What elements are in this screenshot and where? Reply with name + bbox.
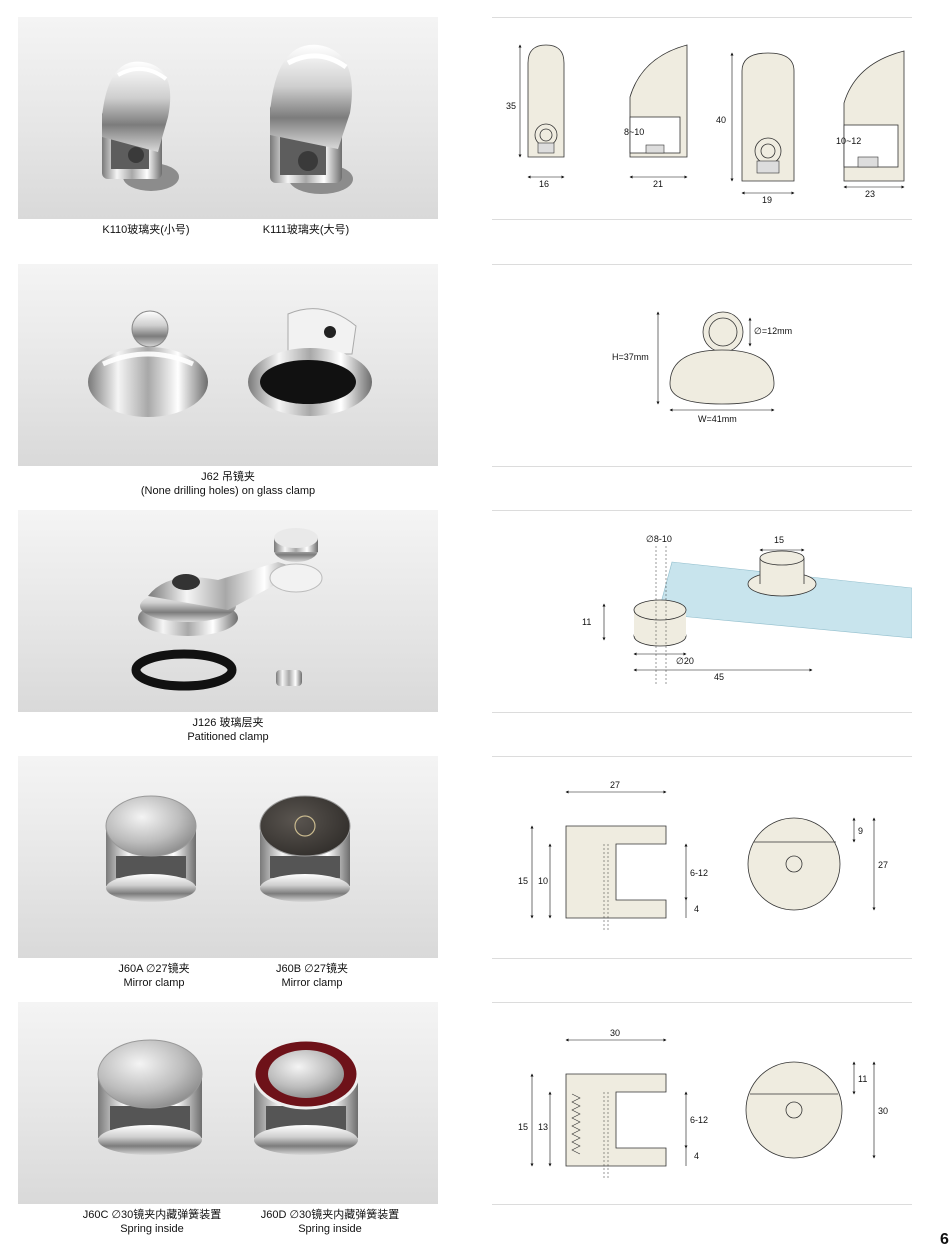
dim-label: 10: [538, 876, 548, 886]
dim-label: 4: [694, 904, 699, 914]
caption-j126: J126 玻璃层夹 Patitioned clamp: [138, 716, 318, 744]
caption-line: J60B ∅27镜夹: [276, 963, 348, 975]
caption-line: J126 玻璃层夹: [192, 717, 264, 729]
technical-drawing-k110-k111: 35 16 8~10 21 40 19 10~12 23: [492, 17, 912, 219]
caption-line: J60D ∅30镜夹内藏弹簧装置: [260, 1209, 400, 1221]
product-row-j60c-j60d: J60C ∅30镜夹内藏弹簧装置 Spring inside J60D ∅30镜…: [0, 1002, 950, 1248]
dim-label: 4: [694, 1151, 699, 1161]
dim-label: 11: [858, 1074, 867, 1084]
dim-label: 40: [716, 115, 726, 125]
product-captions: K110玻璃夹(小号) K111玻璃夹(大号): [18, 223, 438, 263]
product-row-j62: J62 吊镜夹 (None drilling holes) on glass c…: [0, 264, 950, 510]
divider-line: [492, 958, 912, 959]
technical-drawing-j60c-j60d: 30 15 13 6-12 4 11 30: [492, 1002, 912, 1204]
caption-line: Mirror clamp: [281, 977, 343, 989]
product-photo-j62: [18, 264, 438, 466]
dim-label: 6-12: [690, 868, 708, 878]
dim-label: ∅=12mm: [754, 326, 792, 336]
product-row-k110-k111: K110玻璃夹(小号) K111玻璃夹(大号) 35 16 8~10 21: [0, 17, 950, 263]
j62-back-image: [248, 308, 372, 416]
divider-line: [492, 17, 912, 18]
caption-line: Spring inside: [298, 1223, 362, 1235]
dim-label: 15: [518, 876, 528, 886]
caption-j60b: J60B ∅27镜夹 Mirror clamp: [252, 962, 372, 990]
dim-label: 19: [762, 195, 772, 205]
j60b-clamp-image: [259, 795, 351, 902]
k110-clamp-image: [102, 61, 179, 191]
dim-label: 35: [506, 101, 516, 111]
product-captions: J60C ∅30镜夹内藏弹簧装置 Spring inside J60D ∅30镜…: [18, 1208, 438, 1248]
product-photo-k110-k111: [18, 17, 438, 219]
divider-line: [492, 510, 912, 511]
product-photo-j126: [18, 510, 438, 712]
dim-label: ∅8-10: [646, 534, 672, 544]
caption-k110: K110玻璃夹(小号): [86, 223, 206, 237]
caption-line: K111玻璃夹(大号): [262, 224, 350, 236]
product-captions: J62 吊镜夹 (None drilling holes) on glass c…: [18, 470, 438, 510]
caption-j60a: J60A ∅27镜夹 Mirror clamp: [94, 962, 214, 990]
product-row-j60a-j60b: J60A ∅27镜夹 Mirror clamp J60B ∅27镜夹 Mirro…: [0, 756, 950, 1002]
dim-label: 30: [610, 1028, 620, 1038]
divider-line: [492, 466, 912, 467]
caption-j60c: J60C ∅30镜夹内藏弹簧装置 Spring inside: [62, 1208, 242, 1236]
dim-label: 8~10: [624, 127, 644, 137]
caption-line: Spring inside: [120, 1223, 184, 1235]
dim-label: 30: [878, 1106, 888, 1116]
product-photo-j60a-j60b: [18, 756, 438, 958]
technical-drawing-j62: H=37mm ∅=12mm W=41mm: [492, 264, 912, 466]
j126-rubber-ring-image: [131, 649, 237, 691]
j60c-clamp-image: [97, 1039, 203, 1155]
product-photo-j60c-j60d: [18, 1002, 438, 1204]
caption-line: J62 吊镜夹: [201, 471, 255, 483]
technical-drawing-j126: ∅8-10 15 11 ∅20 45: [492, 510, 913, 712]
dim-label: 27: [878, 860, 888, 870]
dim-label: H=37mm: [612, 352, 649, 362]
j126-screw-image: [276, 670, 302, 686]
caption-k111: K111玻璃夹(大号): [246, 223, 366, 237]
dim-label: 10~12: [836, 136, 861, 146]
dim-label: 45: [714, 672, 724, 682]
caption-line: K110玻璃夹(小号): [102, 224, 190, 236]
j60d-clamp-image: [252, 1038, 360, 1155]
dim-label: 27: [610, 780, 620, 790]
divider-line: [492, 712, 912, 713]
dim-label: 15: [774, 535, 784, 545]
dim-label: 9: [858, 826, 863, 836]
divider-line: [492, 1204, 912, 1205]
dim-label: W=41mm: [698, 414, 737, 424]
product-captions: J126 玻璃层夹 Patitioned clamp: [18, 716, 438, 756]
dim-label: 23: [865, 189, 875, 199]
dim-label: 13: [538, 1122, 548, 1132]
divider-line: [492, 756, 912, 757]
k111-clamp-image: [270, 44, 353, 194]
j126-clamp-image: [138, 528, 323, 636]
dim-label: 15: [518, 1122, 528, 1132]
divider-line: [492, 219, 912, 220]
caption-j60d: J60D ∅30镜夹内藏弹簧装置 Spring inside: [240, 1208, 420, 1236]
j60a-clamp-image: [105, 795, 197, 902]
dim-label: ∅20: [676, 656, 694, 666]
caption-line: J60C ∅30镜夹内藏弹簧装置: [82, 1209, 222, 1221]
product-row-j126: J126 玻璃层夹 Patitioned clamp ∅8-10 15 11 ∅…: [0, 510, 950, 756]
page-number: 6: [940, 1231, 949, 1248]
caption-line: Mirror clamp: [123, 977, 185, 989]
caption-line: Patitioned clamp: [187, 731, 269, 743]
dim-label: 11: [582, 617, 591, 627]
dim-label: 16: [539, 179, 549, 189]
dim-label: 21: [653, 179, 663, 189]
divider-line: [492, 264, 912, 265]
technical-drawing-j60a-j60b: 27 15 10 6-12 4 9 27: [492, 756, 912, 958]
caption-line: (None drilling holes) on glass clamp: [140, 485, 316, 497]
caption-j62: J62 吊镜夹 (None drilling holes) on glass c…: [98, 470, 358, 498]
caption-line: J60A ∅27镜夹: [118, 963, 190, 975]
dim-label: 6-12: [690, 1115, 708, 1125]
divider-line: [492, 1002, 912, 1003]
j62-front-image: [88, 310, 208, 417]
product-captions: J60A ∅27镜夹 Mirror clamp J60B ∅27镜夹 Mirro…: [18, 962, 438, 1002]
